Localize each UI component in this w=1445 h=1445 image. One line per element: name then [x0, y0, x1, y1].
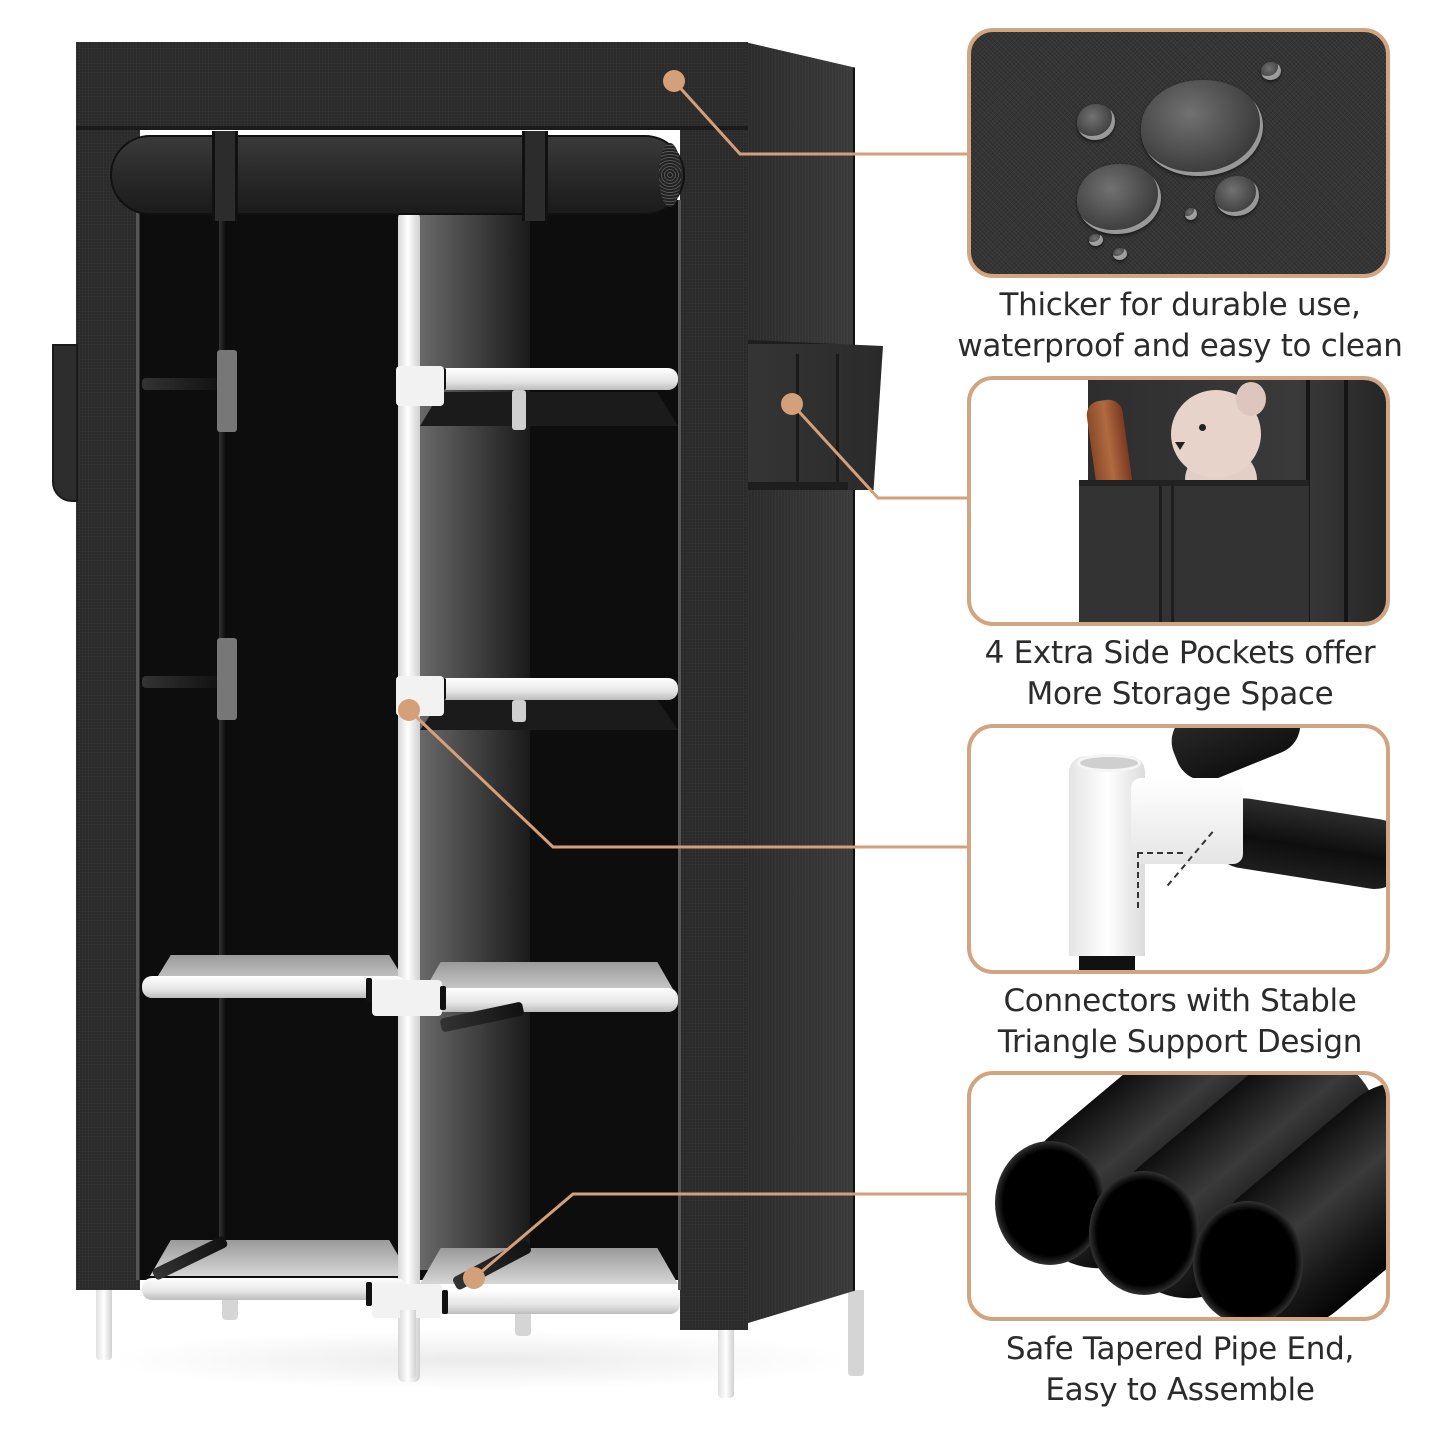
caption-pipes-line1: Safe Tapered Pipe End, [1005, 1331, 1355, 1367]
top-cover-band [76, 42, 748, 130]
caption-pockets-line2: More Storage Space [1026, 676, 1334, 712]
roll-strap-right [522, 131, 548, 221]
wardrobe-illustration [52, 42, 883, 1398]
shelf-right-middle [420, 700, 678, 730]
hanging-connector-lower [217, 638, 237, 720]
callout-dot-pockets [781, 393, 803, 415]
side-pocket-left [52, 344, 78, 502]
rod-middle [400, 678, 678, 700]
rod-bottom-left [142, 1278, 406, 1300]
shelf-support-middle [512, 700, 526, 722]
caption-connectors-line1: Connectors with Stable [1003, 983, 1357, 1019]
zipper-left [136, 200, 139, 1280]
side-panel [745, 42, 855, 1324]
shelf-right-upper [420, 392, 678, 426]
pocket-band [748, 482, 848, 490]
caption-connectors-line2: Triangle Support Design [997, 1024, 1363, 1060]
leg-front-mid [400, 1310, 416, 1378]
hanging-pole-vertical [219, 215, 225, 1275]
feature-panel-connectors [967, 724, 1390, 974]
callout-dot-fabric [663, 70, 685, 92]
side-pocket-icon [1079, 480, 1309, 622]
feature-panel-pipes [967, 1071, 1390, 1321]
hanging-rod-upper [142, 378, 220, 390]
rolled-door-flap [110, 131, 685, 221]
hanging-connector-upper [217, 350, 237, 432]
rod-ring [440, 986, 446, 1010]
pocket-fold [796, 354, 799, 482]
callout-dot-pipes [463, 1267, 485, 1289]
callout-dot-connectors [398, 699, 420, 721]
caption-fabric-line2: waterproof and easy to clean [957, 328, 1403, 364]
zipper-right [678, 200, 681, 1290]
roll-strap-left [212, 131, 238, 221]
floor-shadow [100, 1330, 860, 1390]
rod-bottom-right [418, 1290, 680, 1314]
triangle-support-icon [1137, 852, 1183, 908]
pocket-fold [1171, 486, 1174, 622]
hanging-rod-lower [142, 676, 220, 688]
side-pocket-right [748, 340, 883, 490]
rod-ring [442, 1290, 448, 1314]
connector-upper [396, 366, 444, 406]
connector-lower-cross [372, 980, 442, 1016]
rod-ring [366, 1282, 372, 1306]
pocket-fold [836, 354, 839, 482]
caption-pockets-line1: 4 Extra Side Pockets offer [984, 635, 1376, 671]
feature-panel-pockets [967, 376, 1390, 626]
caption-pockets: 4 Extra Side Pockets offer More Storage … [930, 633, 1430, 715]
caption-fabric-line1: Thicker for durable use, [999, 287, 1361, 323]
rod-ring [366, 978, 372, 1002]
pocket-fold [1159, 486, 1162, 622]
front-cover-left [76, 130, 140, 1290]
panel-seam [1344, 380, 1348, 622]
rod-upper [400, 368, 678, 390]
caption-connectors: Connectors with Stable Triangle Support … [930, 981, 1430, 1063]
roll-end [659, 143, 681, 207]
leg-back-right [848, 1290, 864, 1376]
rod-lower-right [418, 988, 678, 1012]
caption-pipes-line2: Easy to Assemble [1045, 1372, 1315, 1408]
rod-lower-left [142, 976, 406, 998]
leg-front-right [718, 1326, 734, 1398]
shelf-support-upper [512, 390, 526, 430]
front-cover-right [680, 130, 748, 1330]
leg-front-left [96, 1286, 112, 1360]
feature-panel-fabric [967, 28, 1390, 278]
caption-fabric: Thicker for durable use, waterproof and … [930, 285, 1430, 367]
caption-pipes: Safe Tapered Pipe End, Easy to Assemble [930, 1329, 1430, 1411]
